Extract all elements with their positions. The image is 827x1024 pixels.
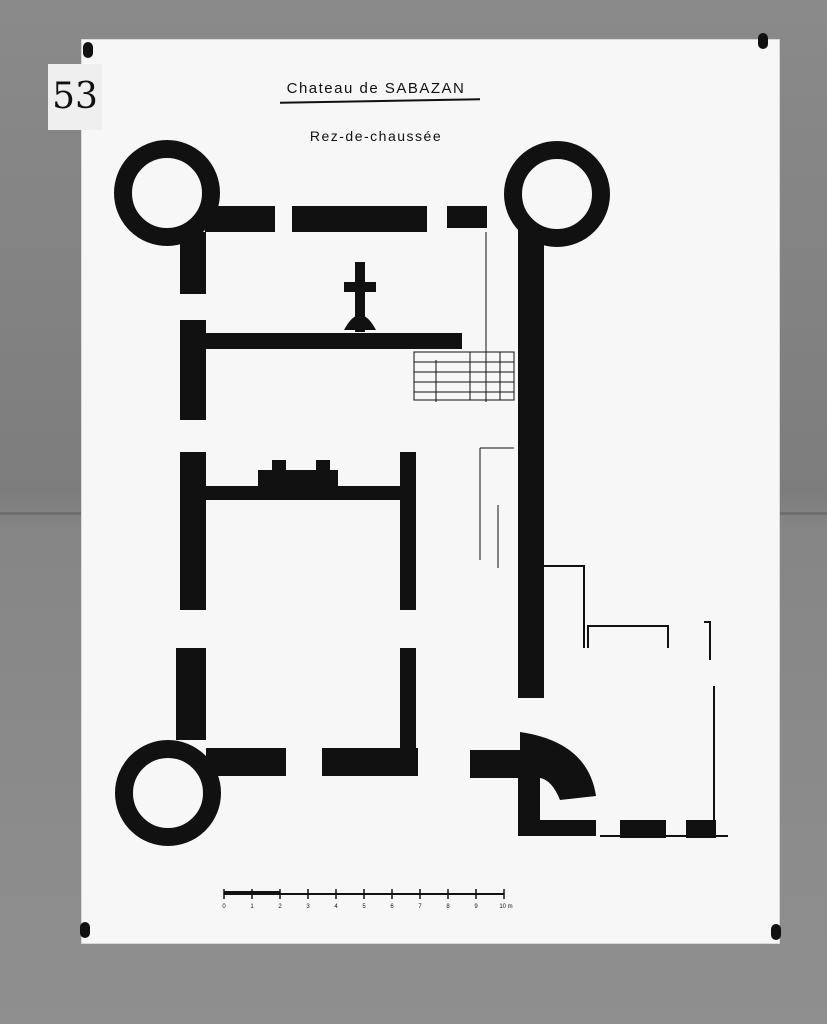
east-wall <box>518 230 544 698</box>
pin-bottom-right <box>771 924 781 940</box>
north-wall-segment <box>205 206 275 232</box>
tower-top-right <box>504 141 610 247</box>
scale-tick-label: 0 <box>222 904 226 910</box>
fireplace-base <box>344 315 376 330</box>
west-wall-segment <box>180 320 206 420</box>
north-wall-segment <box>447 206 487 228</box>
plan-title: Chateau de SABAZAN <box>286 80 466 97</box>
scale-tick-label: 5 <box>362 904 366 910</box>
west-wall-segment <box>176 648 206 740</box>
fireplace-stack <box>355 262 365 332</box>
south-east-wall-segment <box>686 820 716 838</box>
west-wall-segment <box>180 452 206 610</box>
tower-top-left <box>114 140 220 246</box>
outbuilding-outline <box>544 565 728 837</box>
fireplace-arm <box>344 282 376 292</box>
south-wall-segment <box>206 748 286 776</box>
photo-number-tag: 53 <box>48 64 102 130</box>
south-east-tower <box>470 732 596 836</box>
inner-east-wall <box>400 648 416 748</box>
scale-tick-label: 6 <box>390 904 394 910</box>
double-fireplace <box>258 470 338 500</box>
photo-number: 53 <box>52 76 98 117</box>
scale-tick-label: 3 <box>306 904 310 910</box>
pin-top-right <box>758 33 768 49</box>
staircase <box>413 232 515 568</box>
south-east-wall-segment <box>620 820 666 838</box>
pin-top-left <box>83 42 93 58</box>
scale-tick-label: 8 <box>446 904 450 910</box>
fireplace-jamb <box>272 460 286 472</box>
tower-bottom-left <box>115 740 221 846</box>
scale-tick-label: 9 <box>474 904 478 910</box>
cross-wall-north <box>206 333 462 349</box>
inner-east-wall <box>400 452 416 610</box>
scale-bar: 0 1 2 3 4 5 6 7 8 9 10 m <box>222 889 513 910</box>
plan-subtitle: Rez-de-chaussée <box>309 128 443 144</box>
fireplace-jamb <box>316 460 330 472</box>
scale-tick-label: 1 <box>250 904 254 910</box>
scale-tick-label: 4 <box>334 904 338 910</box>
pin-bottom-left <box>80 922 90 938</box>
north-wall-segment <box>292 206 427 232</box>
scale-tick-label: 2 <box>278 904 282 910</box>
west-wall-segment <box>180 232 206 294</box>
scale-tick-label: 10 m <box>499 904 512 910</box>
scale-tick-label: 7 <box>418 904 422 910</box>
south-wall-segment <box>322 748 418 776</box>
